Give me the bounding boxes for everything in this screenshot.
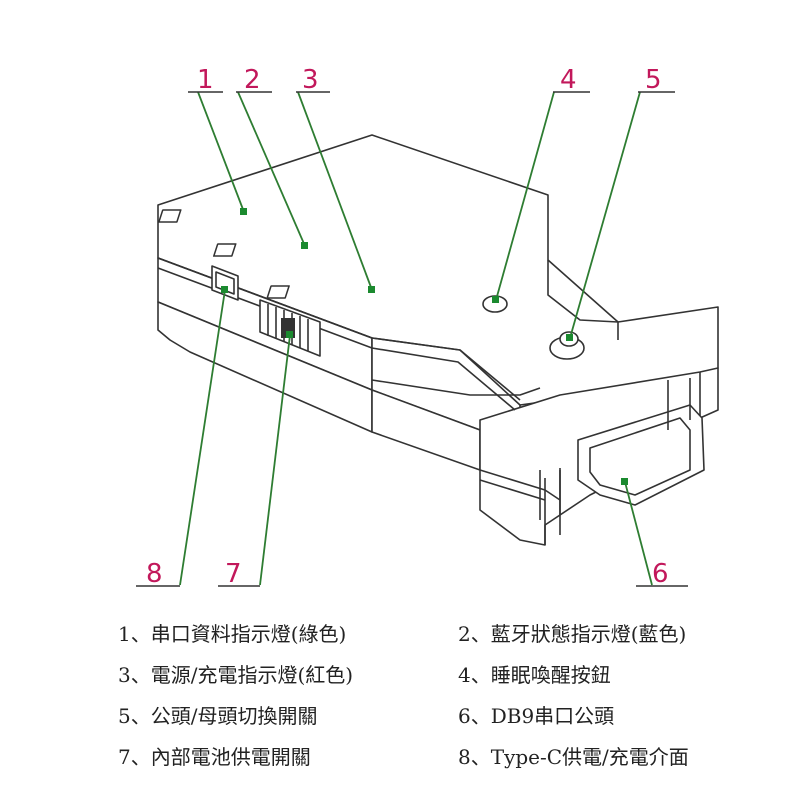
leader-7 <box>259 334 291 586</box>
callout-numbers: 1 2 3 4 5 6 7 8 <box>146 65 669 589</box>
leader-5 <box>569 91 641 339</box>
legend-item-8: 8、Type-C供電/充電介面 <box>458 745 689 769</box>
callout-1: 1 <box>197 65 214 95</box>
marker-5 <box>566 334 573 341</box>
callout-6: 6 <box>652 559 669 589</box>
callout-4: 4 <box>560 65 577 95</box>
legend-item-5: 5、公頭/母頭切換開關 <box>118 704 318 728</box>
callout-8: 8 <box>146 559 163 589</box>
legend-item-1: 1、串口資料指示燈(綠色) <box>118 622 347 646</box>
legend-item-3: 3、電源/充電指示燈(紅色) <box>118 663 354 687</box>
type-c-port <box>211 265 239 301</box>
callout-3: 3 <box>302 65 319 95</box>
marker-2 <box>301 242 308 249</box>
db9-side-posts <box>539 378 691 520</box>
marker-7 <box>286 331 293 338</box>
leader-2 <box>237 91 306 247</box>
legend-item-4: 4、睡眠喚醒按鈕 <box>458 663 611 687</box>
shell-seam-upper <box>157 257 521 401</box>
legend-item-2: 2、藍牙狀態指示燈(藍色) <box>458 622 687 646</box>
leader-6 <box>624 481 653 586</box>
right-shell-step <box>547 260 619 340</box>
leader-1 <box>197 91 245 213</box>
markers <box>221 208 628 485</box>
led-window-1 <box>158 209 182 223</box>
legend: 1、串口資料指示燈(綠色) 2、藍牙狀態指示燈(藍色) 3、電源/充電指示燈(紅… <box>118 618 778 782</box>
db9-inner-edge <box>589 417 691 496</box>
callout-baselines <box>136 91 688 587</box>
adapter-body <box>157 134 719 546</box>
callout-2: 2 <box>244 65 261 95</box>
led-window-3 <box>266 285 290 299</box>
db9-shell <box>577 404 705 506</box>
legend-item-7: 7、內部電池供電開關 <box>118 745 311 769</box>
marker-3 <box>368 286 375 293</box>
marker-6 <box>621 478 628 485</box>
leader-lines <box>179 91 653 586</box>
callout-7: 7 <box>225 559 242 589</box>
marker-4 <box>492 296 499 303</box>
legend-item-6: 6、DB9串口公頭 <box>458 704 615 728</box>
led-window-2 <box>212 243 237 257</box>
marker-8 <box>221 286 228 293</box>
type-c-port-inner <box>215 271 235 295</box>
marker-1 <box>240 208 247 215</box>
shell-seam-lower <box>371 379 541 396</box>
leader-4 <box>495 91 555 301</box>
leader-3 <box>297 91 373 291</box>
callout-5: 5 <box>645 65 662 95</box>
leader-8 <box>179 289 226 586</box>
